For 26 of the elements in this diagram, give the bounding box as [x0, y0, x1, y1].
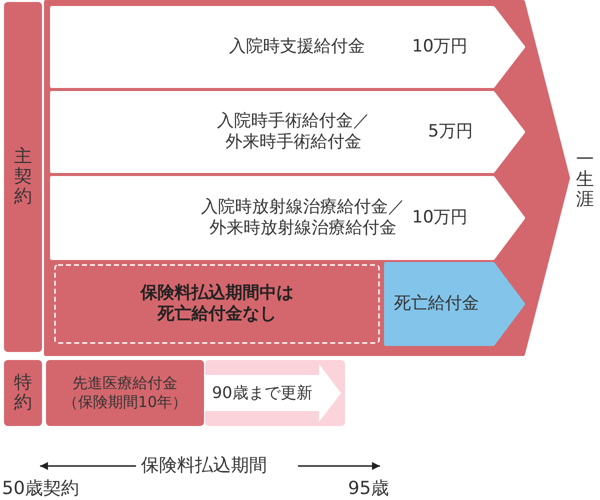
lifetime-label: 一生涯	[576, 150, 594, 210]
benefit-name: 先進医療給付金（保険期間10年）	[62, 374, 188, 412]
benefit-name: 入院時放射線治療給付金／外来時放射線治療給付金	[201, 196, 405, 240]
vertical-label: 特約	[14, 373, 32, 413]
period-label: 保険料払込期間	[141, 455, 267, 478]
age-label: 50歳契約	[2, 478, 79, 500]
amount-text: 10万円	[412, 36, 468, 58]
dashed-box	[54, 264, 380, 344]
rider-band	[4, 360, 42, 426]
benefit-panel	[52, 178, 523, 258]
benefit-name: 入院時支援給付金	[229, 36, 365, 58]
amount-text: 5万円	[428, 121, 473, 143]
vertical-label: 主契約	[14, 147, 32, 207]
rider-box	[46, 360, 204, 426]
benefit-panel	[52, 93, 523, 171]
benefit-name: 死亡給付金	[394, 293, 479, 315]
amount-text: 10万円	[412, 207, 468, 229]
death-benefit-panel	[386, 264, 523, 344]
note-text: 保険料払込期間中は死亡給付金なし	[140, 282, 294, 326]
benefit-name: 入院時手術給付金／外来時手術給付金	[217, 110, 370, 154]
renewal-panel	[205, 360, 345, 426]
age-label: 95歳	[348, 478, 389, 500]
coverage-arrow-shape	[46, 2, 568, 354]
benefit-panel	[52, 8, 523, 86]
renewal-text: 90歳まで更新	[212, 383, 312, 403]
main-contract-band	[4, 2, 42, 352]
